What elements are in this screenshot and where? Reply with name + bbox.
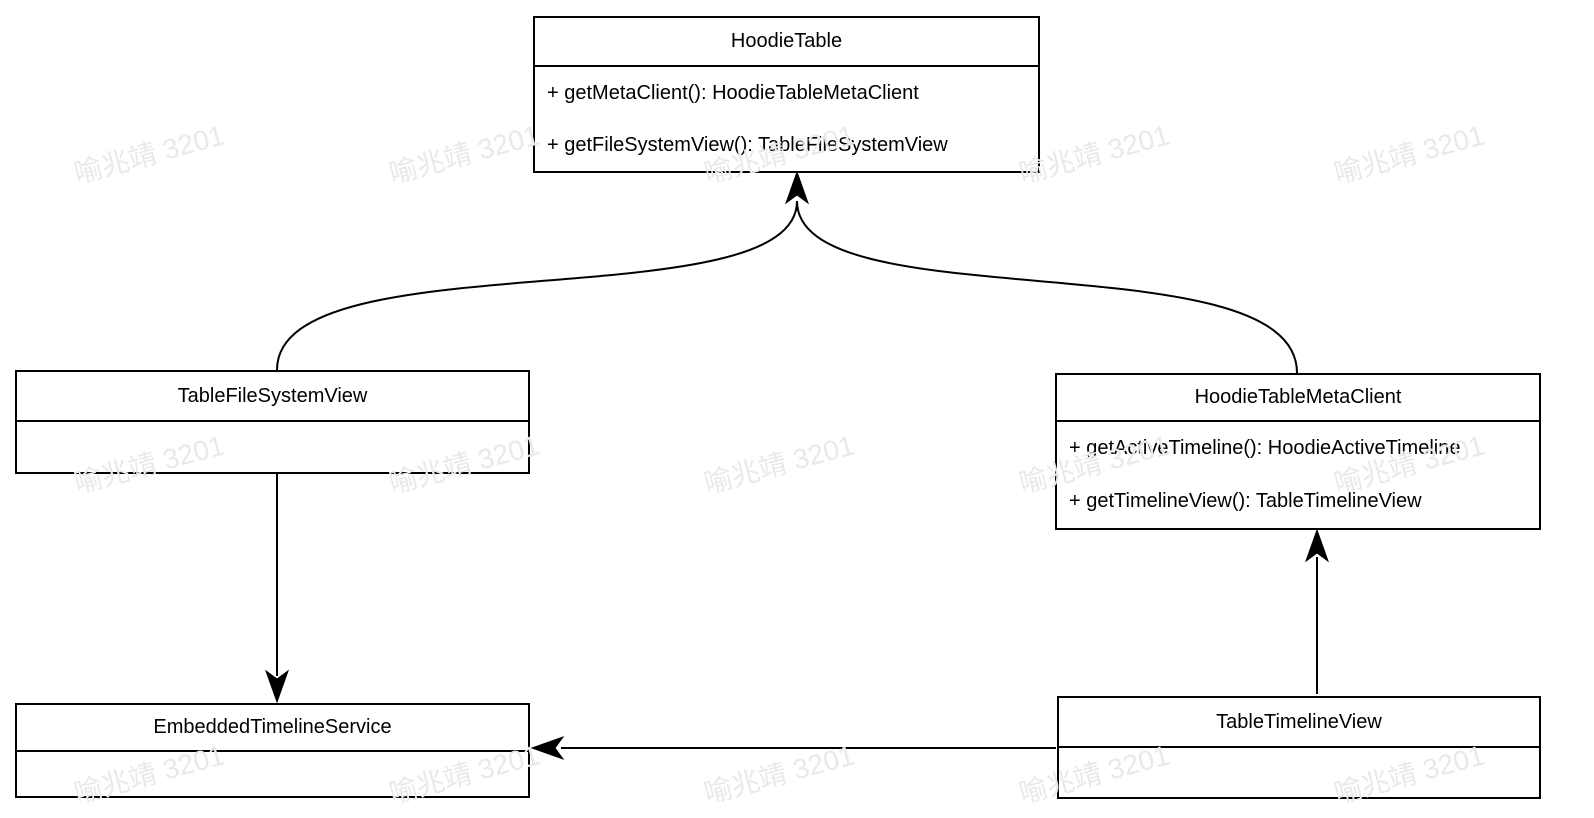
- arrowhead-left-embeddedtimelineservice: [530, 735, 565, 761]
- class-methods-hoodietablemetaclient: + getActiveTimeline(): HoodieActiveTimel…: [1057, 422, 1539, 528]
- edge-tablefilesystemview-to-hoodietable: [276, 200, 798, 371]
- class-box-hoodietablemetaclient: HoodieTableMetaClient + getActiveTimelin…: [1055, 373, 1541, 530]
- class-box-tablefilesystemview: TableFileSystemView: [15, 370, 530, 474]
- class-title-hoodietable: HoodieTable: [535, 18, 1038, 67]
- method-gettimelineview: + getTimelineView(): TableTimelineView: [1069, 490, 1422, 512]
- class-title-hoodietablemetaclient: HoodieTableMetaClient: [1057, 375, 1539, 422]
- class-title-tablefilesystemview: TableFileSystemView: [17, 372, 528, 422]
- arrowhead-up-hoodietablemetaclient: [1304, 528, 1330, 563]
- class-methods-hoodietable: + getMetaClient(): HoodieTableMetaClient…: [535, 67, 1038, 171]
- class-box-tabletimelineview: TableTimelineView: [1057, 696, 1541, 799]
- arrowhead-up-hoodietable: [784, 170, 810, 205]
- method-getmetaclient: + getMetaClient(): HoodieTableMetaClient: [547, 81, 919, 104]
- class-box-embeddedtimelineservice: EmbeddedTimelineService: [15, 703, 530, 798]
- class-box-hoodietable: HoodieTable + getMetaClient(): HoodieTab…: [533, 16, 1040, 173]
- class-title-tabletimelineview: TableTimelineView: [1059, 698, 1539, 748]
- edge-hoodietablemetaclient-to-hoodietable: [796, 200, 1298, 374]
- method-getactivetimeline: + getActiveTimeline(): HoodieActiveTimel…: [1069, 437, 1461, 459]
- class-title-embeddedtimelineservice: EmbeddedTimelineService: [17, 705, 528, 752]
- arrowhead-down-embeddedtimelineservice: [264, 669, 290, 704]
- method-getfilesystemview: + getFileSystemView(): TableFileSystemVi…: [547, 133, 948, 156]
